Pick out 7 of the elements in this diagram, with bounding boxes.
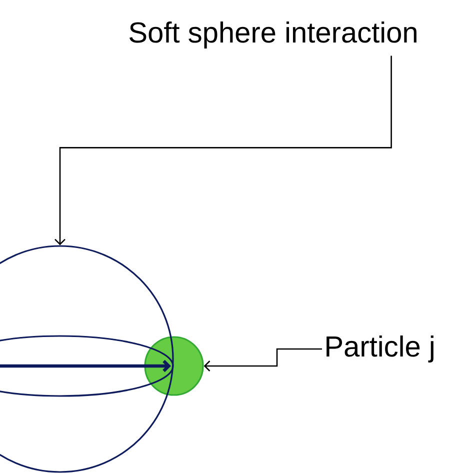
arrow xyxy=(0,360,171,372)
leader-line xyxy=(54,56,392,246)
particle-circle xyxy=(144,336,204,396)
callout-label: Particle j xyxy=(326,335,434,363)
callout-label: Soft sphere interaction xyxy=(130,21,416,49)
leader-line xyxy=(204,348,322,372)
sphere-outline xyxy=(0,245,174,473)
